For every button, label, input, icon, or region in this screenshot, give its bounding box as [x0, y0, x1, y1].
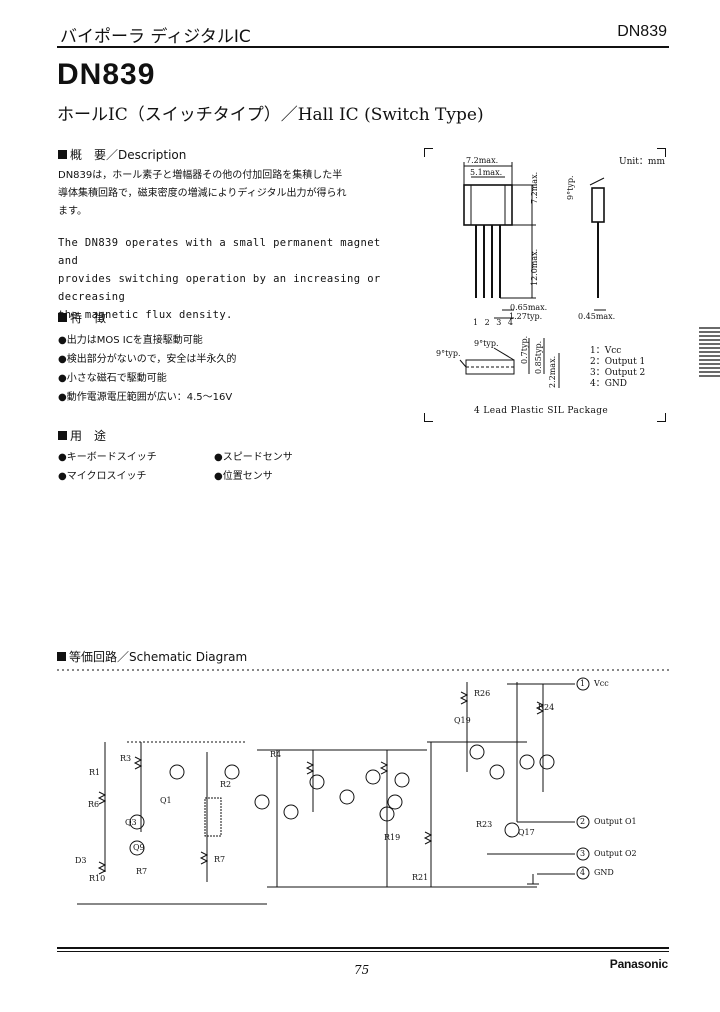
- applications-heading: 用 途: [58, 427, 106, 444]
- package-outline-drawing: [459, 162, 606, 388]
- component-label: R2: [220, 780, 232, 789]
- schematic-diagram: [57, 669, 669, 905]
- component-label: Q19: [454, 716, 471, 725]
- terminal-label-vcc: Vcc: [594, 679, 609, 688]
- dim-thickness-2: 0.85typ.: [534, 340, 543, 374]
- header-rule: [57, 46, 669, 48]
- dim-lead-width: 0.65max.: [510, 303, 548, 312]
- section-square-icon: [58, 431, 67, 440]
- terminal-num: 3: [580, 849, 586, 858]
- terminal-num: 4: [580, 868, 586, 877]
- part-number-header: DN839: [617, 23, 667, 40]
- pin-numbers: 1 2 3 4: [473, 318, 515, 327]
- schematic-heading: 等価回路／Schematic Diagram: [57, 648, 247, 665]
- features-list: ●出力はMOS ICを直接駆動可能 ●検出部分がないので，安全は半永久的 ●小さ…: [58, 331, 236, 407]
- description-en: The DN839 operates with a small permanen…: [58, 234, 388, 324]
- terminal-label-gnd: GND: [594, 868, 614, 877]
- section-square-icon: [58, 150, 67, 159]
- dim-angle-top: 9°typ.: [566, 175, 575, 201]
- component-label: R7: [136, 867, 148, 876]
- terminal-num: 2: [580, 817, 586, 826]
- terminal-label-output2: Output O2: [594, 849, 637, 858]
- component-label: D3: [75, 856, 87, 865]
- section-square-icon: [58, 313, 67, 322]
- component-label: R7: [214, 855, 226, 864]
- component-label: R24: [538, 703, 555, 712]
- package-drawing-frame: [424, 148, 666, 422]
- series-heading: バイポーラ ディジタルIC: [60, 27, 251, 47]
- section-tab-marker: [699, 327, 720, 377]
- features-heading: 特 徴: [58, 309, 106, 326]
- terminal-num: 1: [580, 679, 586, 688]
- description-heading: 概 要／Description: [58, 146, 186, 163]
- footer-rule-thin: [57, 951, 669, 952]
- application-item: ●キーボードスイッチ: [58, 452, 157, 463]
- pin-label: 4：GND: [590, 379, 628, 389]
- component-label: R4: [270, 750, 282, 759]
- component-label: R10: [89, 874, 106, 883]
- unit-label: Unit：mm: [619, 157, 665, 167]
- application-item: ●マイクロスイッチ: [58, 471, 147, 482]
- dim-angle-bottom: 9°typ.: [436, 349, 461, 358]
- dim-lead-length: 12.0max.: [530, 248, 539, 286]
- component-label: R21: [412, 873, 429, 882]
- page-subtitle: ホールIC（スイッチタイプ）／Hall IC (Switch Type): [57, 105, 484, 125]
- page-title: DN839: [57, 58, 156, 91]
- dim-thickness-1: 0.7typ.: [520, 335, 529, 364]
- package-name: 4 Lead Plastic SIL Package: [474, 406, 609, 416]
- component-label: Q17: [518, 828, 535, 837]
- feature-item: ●出力はMOS ICを直接駆動可能: [58, 335, 203, 346]
- brand-logo: Panasonic: [609, 957, 668, 971]
- component-label: R26: [474, 689, 491, 698]
- footer-rule: [57, 947, 669, 949]
- feature-item: ●検出部分がないので，安全は半永久的: [58, 354, 237, 365]
- dim-pitch: 1.27typ.: [509, 312, 543, 321]
- feature-item: ●動作電源電圧範囲が広い：4.5～16V: [58, 392, 233, 403]
- feature-item: ●小さな磁石で駆動可能: [58, 373, 167, 384]
- dim-angle-side: 9°typ.: [474, 339, 499, 348]
- jp-line: DN839は，ホール素子と増幅器その他の付加回路を集積した半: [58, 170, 343, 181]
- pin-legend: 1：Vcc 2：Output 1 3：Output 2 4：GND: [590, 346, 645, 390]
- jp-line: ます。: [58, 206, 87, 217]
- dim-height-body: 7.2max.: [530, 171, 539, 204]
- en-line: provides switching operation by an incre…: [58, 273, 381, 303]
- component-label: Q1: [160, 796, 172, 805]
- jp-line: 導体集積回路で，磁束密度の増減によりディジタル出力が得られ: [58, 188, 347, 199]
- component-label: R6: [88, 800, 100, 809]
- en-line: The DN839 operates with a small permanen…: [58, 237, 381, 267]
- component-label: R23: [476, 820, 493, 829]
- component-label: Q9: [133, 843, 145, 852]
- description-jp: DN839は，ホール素子と増幅器その他の付加回路を集積した半 導体集積回路で，磁…: [58, 167, 388, 221]
- terminal-label-output1: Output O1: [594, 817, 637, 826]
- dim-width-inner: 5.1max.: [470, 168, 503, 177]
- dim-side-lead: 0.45max.: [578, 312, 616, 321]
- component-label: R19: [384, 833, 401, 842]
- page-number: 75: [354, 963, 370, 977]
- application-item: ●位置センサ: [214, 471, 273, 482]
- application-item: ●スピードセンサ: [214, 452, 293, 463]
- section-square-icon: [57, 652, 66, 661]
- component-label: R3: [120, 754, 132, 763]
- dim-thickness-3: 2.2max.: [548, 355, 557, 388]
- component-label: R1: [89, 768, 101, 777]
- pin-label: 3：Output 2: [590, 368, 646, 378]
- pin-label: 1：Vcc: [590, 346, 622, 356]
- dim-width-outer: 7.2max.: [466, 156, 499, 165]
- pin-label: 2：Output 1: [590, 357, 646, 367]
- component-label: Q3: [125, 818, 137, 827]
- en-line: the magnetic flux density.: [58, 309, 233, 321]
